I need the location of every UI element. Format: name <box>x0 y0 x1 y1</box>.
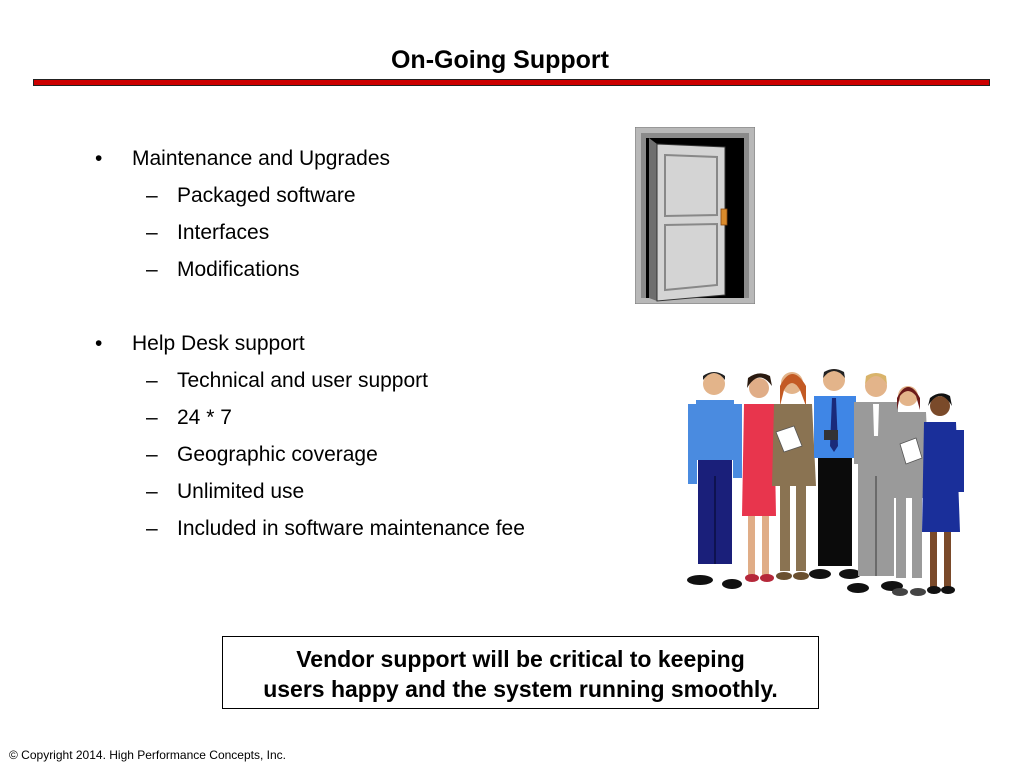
bullet-mark: • <box>95 147 103 170</box>
sub-bullet-label: Technical and user support <box>177 369 428 392</box>
sub-bullet-mark: – <box>146 480 158 503</box>
copyright-footer: © Copyright 2014. High Performance Conce… <box>9 748 286 762</box>
bullet-mark: • <box>95 332 103 355</box>
sub-bullet-label: Modifications <box>177 258 300 281</box>
sub-bullet-mark: – <box>146 221 158 244</box>
sub-bullet-label: Geographic coverage <box>177 443 378 466</box>
sub-bullet-label: Interfaces <box>177 221 270 244</box>
callout-line-1: Vendor support will be critical to keepi… <box>296 646 745 672</box>
sub-bullet-mark: – <box>146 517 158 540</box>
callout-line-2: users happy and the system running smoot… <box>263 676 778 702</box>
sub-bullet-label: Unlimited use <box>177 480 305 503</box>
title-divider <box>33 79 990 86</box>
sub-bullet-label: 24 * 7 <box>177 406 232 429</box>
slide-title: On-Going Support <box>390 46 609 74</box>
sub-bullet-label: Included in software maintenance fee <box>177 517 525 540</box>
sub-bullet-label: Packaged software <box>177 184 356 207</box>
sub-bullet-mark: – <box>146 184 158 207</box>
sub-bullet-mark: – <box>146 369 158 392</box>
callout-box: Vendor support will be critical to keepi… <box>222 636 819 709</box>
bullet-label: Maintenance and Upgrades <box>132 147 391 170</box>
bullet-label: Help Desk support <box>132 332 305 355</box>
sub-bullet-mark: – <box>146 406 158 429</box>
sub-bullet-mark: – <box>146 258 158 281</box>
sub-bullet-mark: – <box>146 443 158 466</box>
open-door-image <box>635 127 755 304</box>
group-of-people-image <box>687 369 964 596</box>
